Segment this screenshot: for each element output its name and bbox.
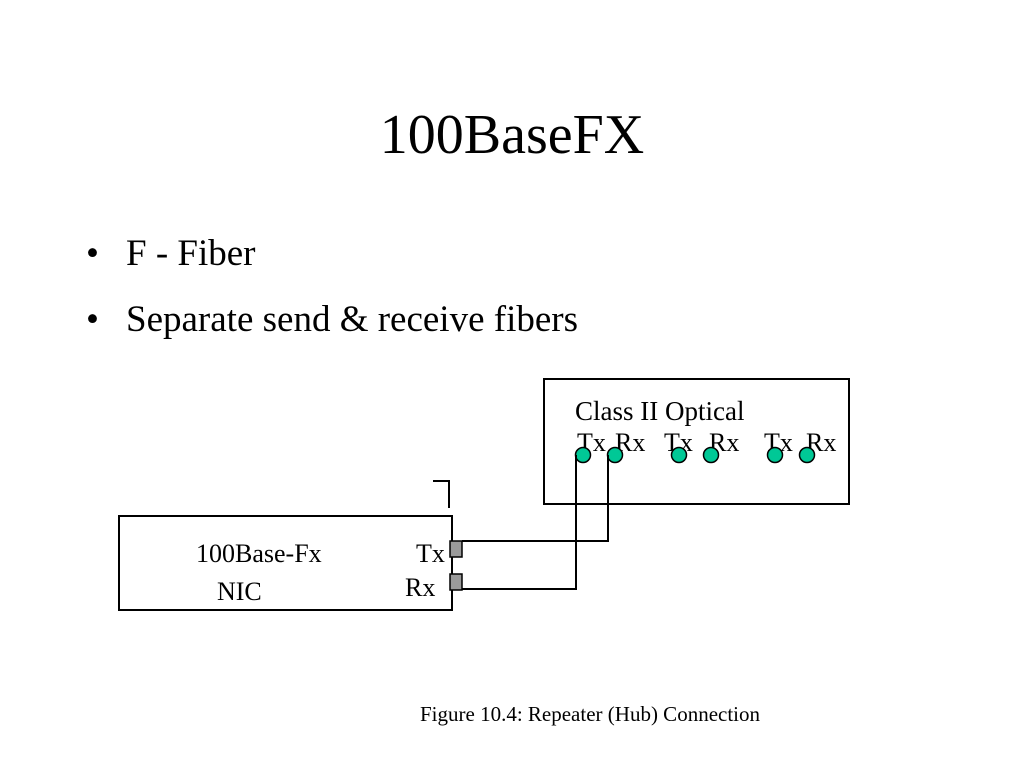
nic-rx-label: Rx [405,573,435,602]
hub-title: Class II Optical [575,396,744,426]
bullet-item: • F - Fiber [86,232,578,276]
hub-port-icon [766,446,784,464]
fiber-rx-line [462,455,577,590]
bullet-icon: • [86,233,99,274]
nic-tx-port-icon [449,540,463,558]
bullet-icon: • [86,299,99,340]
hub-port-icon [798,446,816,464]
nic-box [118,515,453,611]
nic-rx-port-icon [449,573,463,591]
hub-port-icon [574,446,592,464]
nic-tx-label: Tx [416,539,445,568]
slide-title: 100BaseFX [379,104,645,166]
nic-name-line2: NIC [217,577,262,606]
figure-caption: Figure 10.4: Repeater (Hub) Connection [420,702,760,726]
hub-box [543,378,850,505]
nic-name: 100Base-Fx [196,539,322,568]
bullet-text: Separate send & receive fibers [126,299,579,340]
bullet-item: • Separate send & receive fibers [86,298,578,342]
hub-port-icon [606,446,624,464]
hub-port-icon [670,446,688,464]
fiber-tx-line [462,455,609,542]
bracket-mark [433,480,450,508]
hub-port-icon [702,446,720,464]
bullet-text: F - Fiber [126,233,256,274]
bullet-list: • F - Fiber • Separate send & receive fi… [86,232,578,364]
